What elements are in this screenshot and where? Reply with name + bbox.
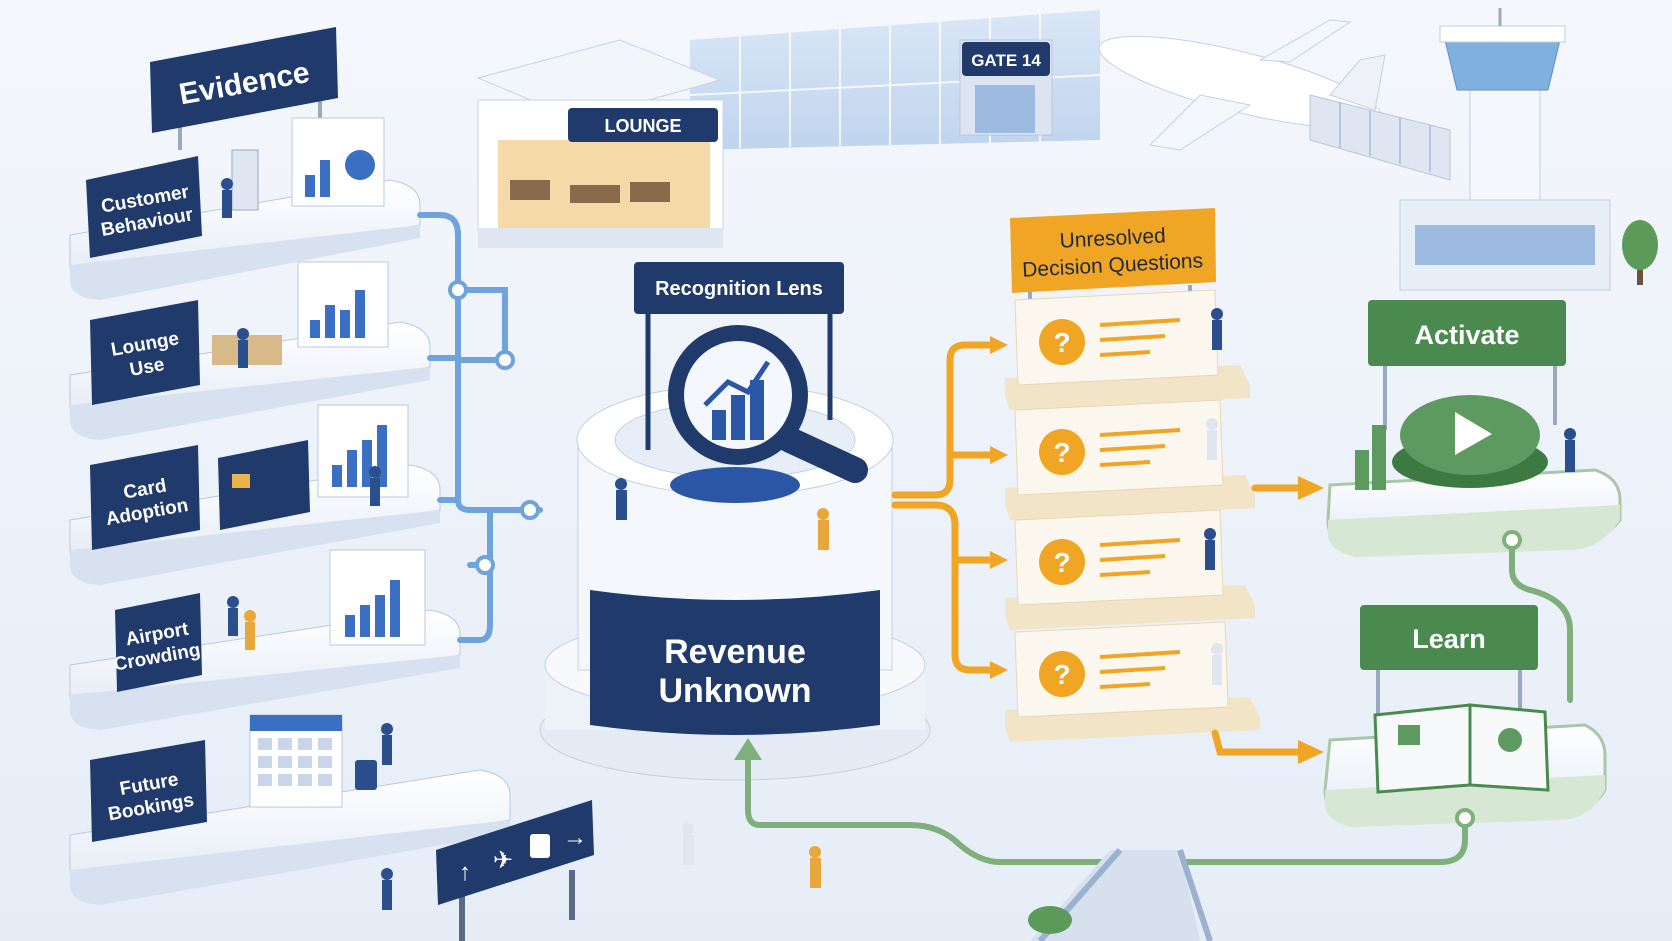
- control-tower: [1399, 8, 1611, 291]
- kiosk: [231, 149, 259, 211]
- question-mark: ?: [1053, 437, 1070, 468]
- loop-arrow-head: [734, 738, 762, 760]
- core-label-line1: Revenue: [664, 633, 806, 671]
- question-icon: [1039, 319, 1085, 365]
- question-mark: ?: [1053, 659, 1070, 690]
- evidence-card-airport-crowding: Airport Crowding: [69, 549, 461, 730]
- open-book-icon: [1373, 703, 1472, 794]
- activate-sign: [1368, 300, 1566, 366]
- lounge-label: LOUNGE: [604, 116, 681, 136]
- learning-loop-pipe: [745, 537, 1573, 865]
- wayfinding-sign: ↑ ✈ →: [436, 800, 594, 941]
- arrow-right-icon: →: [563, 824, 587, 851]
- evidence-pipes: [417, 212, 543, 643]
- gate-structure: GATE 14: [959, 39, 1053, 136]
- luggage-icon: [530, 834, 550, 858]
- question-pipes: [891, 341, 1304, 756]
- question-pipe-arrows: [990, 336, 1324, 764]
- learn-sign: [1360, 605, 1538, 670]
- revenue-panel: [590, 590, 880, 735]
- plane-icon: ✈: [493, 847, 513, 874]
- question-card-4: ?: [1005, 621, 1260, 742]
- evidence-card-card-adoption: Card Adoption: [69, 404, 441, 585]
- loop-junctions: [1455, 530, 1522, 828]
- magnifier-chart-icon: [668, 325, 868, 503]
- arrow-up-icon: ↑: [459, 859, 471, 886]
- escalator: [1028, 848, 1213, 941]
- gate-sign: [962, 42, 1050, 76]
- lounge-building: LOUNGE: [476, 39, 724, 248]
- jet-bridge: [1309, 94, 1451, 181]
- question-icon: [1039, 429, 1085, 475]
- evidence-title-sign: Evidence: [150, 27, 338, 150]
- lounge-sign: [568, 108, 718, 142]
- credit-card: [218, 440, 310, 530]
- core-label-line2: Unknown: [659, 672, 812, 710]
- question-mark: ?: [1053, 327, 1070, 358]
- tree: [1622, 220, 1658, 285]
- gate-label: GATE 14: [971, 51, 1041, 70]
- activate-label: Activate: [1414, 320, 1519, 350]
- question-card-1: ?: [1005, 289, 1250, 410]
- learn-label: Learn: [1412, 624, 1486, 654]
- recognition-lens-label: Recognition Lens: [655, 278, 823, 300]
- evidence-card-future-bookings: Future Bookings: [69, 714, 511, 905]
- learn-station: Learn: [1323, 605, 1607, 827]
- play-icon: [1455, 412, 1492, 455]
- question-icon: [1039, 539, 1085, 585]
- evidence-card-customer-behaviour: Customer Behaviour: [69, 117, 421, 300]
- questions-title-line1: Unresolved: [1059, 224, 1166, 253]
- question-card-2: ?: [1005, 399, 1255, 520]
- activate-station: Activate: [1326, 300, 1622, 557]
- question-icon: [1039, 651, 1085, 697]
- recognition-lens-sign: Recognition Lens: [634, 262, 844, 450]
- question-card-3: ?: [1005, 509, 1255, 630]
- passenger-figures: [221, 178, 1576, 910]
- luggage: [355, 760, 377, 790]
- evidence-card-lounge-use: Lounge Use: [69, 261, 431, 440]
- question-mark: ?: [1053, 547, 1070, 578]
- pipe-junctions: [448, 280, 540, 575]
- questions-sign: Unresolved Decision Questions: [1010, 208, 1216, 308]
